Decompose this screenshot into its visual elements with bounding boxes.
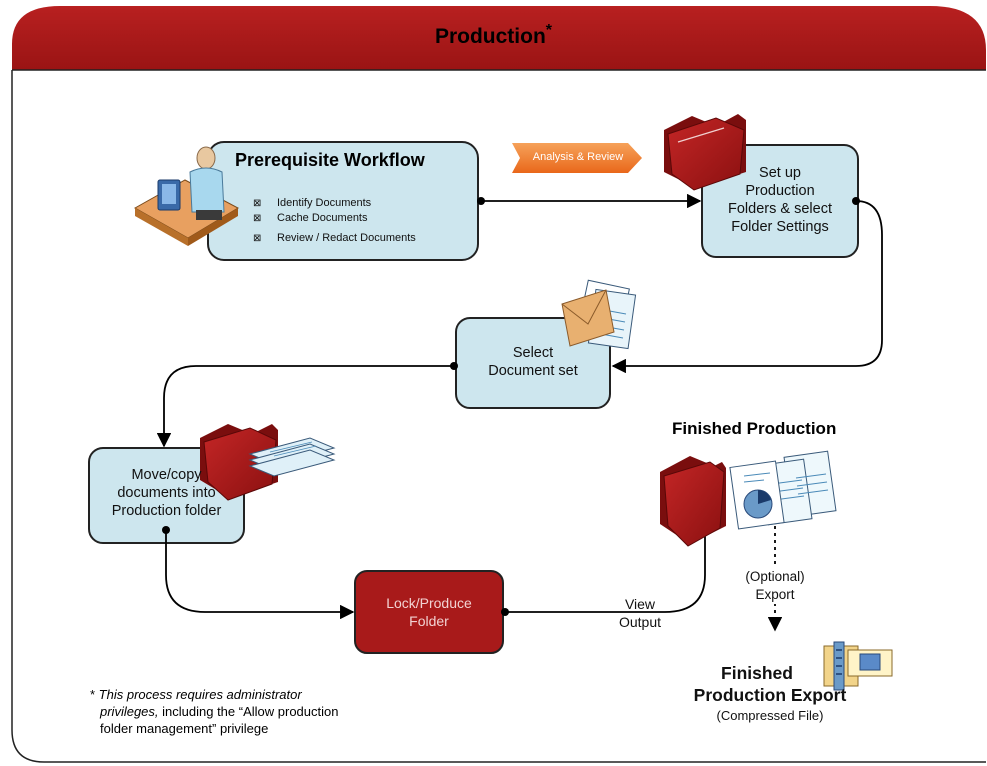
view-output-line: View [624, 596, 656, 612]
optional-export-label: (Optional) Export [732, 568, 818, 604]
outer-frame [11, 70, 986, 763]
footnote-line-3: folder management” privilege [90, 720, 338, 737]
footnote: * This process requires administrator pr… [90, 686, 338, 737]
connector-move-to-produce [165, 530, 355, 620]
select-label: Select Document set [456, 344, 610, 380]
connector-produce-to-finished [505, 518, 713, 613]
footnote-text-2-italic: privileges, [100, 704, 159, 719]
header-band [12, 6, 986, 70]
prerequisite-item: ⊠ Cache Documents [253, 212, 368, 224]
prerequisite-item: ⊠ Identify Documents [253, 197, 371, 209]
folder-icon [664, 114, 746, 191]
setup-line: Folders & select [728, 201, 832, 217]
checkbox-icon: ⊠ [253, 198, 262, 209]
prerequisite-title: Prerequisite Workflow [235, 150, 425, 170]
export-line-2: Production Export [693, 685, 847, 705]
page-title-text: Production [434, 25, 546, 48]
view-output-line: Output [618, 614, 662, 630]
page-title: Production* [0, 22, 987, 49]
footnote-text-3: folder management” privilege [100, 721, 269, 736]
move-label: Move/copy documents into Production fold… [89, 466, 244, 520]
footnote-line-1: * This process requires administrator [90, 686, 338, 703]
footnote-star: * [90, 687, 99, 702]
envelope-documents-icon [561, 279, 637, 350]
select-line: Document set [488, 363, 578, 379]
person-at-computer-icon [133, 146, 240, 246]
report-documents-icon [660, 450, 837, 547]
footnote-line-2: privileges, including the “Allow product… [90, 703, 338, 720]
prerequisite-item: ⊠ Review / Redact Documents [253, 232, 416, 244]
move-line: documents into [117, 485, 216, 501]
connectors [156, 193, 883, 620]
checkbox-icon: ⊠ [253, 213, 262, 224]
prerequisite-item-label: Review / Redact Documents [277, 232, 416, 244]
export-line-1: Finished [721, 663, 793, 683]
analysis-review-label: Analysis & Review [532, 151, 624, 163]
connector-select-to-move [156, 365, 454, 448]
move-line: Production folder [111, 503, 222, 519]
setup-line: Production [745, 183, 815, 199]
setup-line: Folder Settings [731, 219, 829, 235]
produce-label: Lock/Produce Folder [355, 594, 503, 630]
analysis-review-badge [512, 143, 642, 173]
footnote-text-1: This process requires administrator [98, 687, 302, 702]
export-title: Finished Production Export [660, 662, 880, 706]
prerequisite-item-label: Identify Documents [277, 197, 372, 209]
setup-line: Set up [759, 165, 801, 181]
finished-production-title: Finished Production [672, 419, 837, 438]
folder-documents-icon [200, 424, 336, 501]
select-line: Select [512, 345, 554, 361]
setup-label: Set up Production Folders & select Folde… [702, 164, 858, 236]
optional-export-line: (Optional) [745, 569, 805, 584]
produce-line: Folder [409, 613, 449, 629]
compressed-file-icon [823, 641, 893, 691]
export-note: (Compressed File) [716, 708, 824, 723]
move-line: Move/copy [131, 467, 202, 483]
checkbox-icon: ⊠ [253, 233, 262, 244]
view-output-label: View Output [605, 595, 675, 631]
produce-line: Lock/Produce [386, 595, 472, 611]
footnote-text-2: including the “Allow production [158, 704, 339, 719]
connector-setup-to-select [611, 200, 883, 374]
optional-export-line: Export [755, 587, 795, 602]
title-footnote-mark: * [545, 22, 553, 39]
prerequisite-item-label: Cache Documents [277, 212, 368, 224]
